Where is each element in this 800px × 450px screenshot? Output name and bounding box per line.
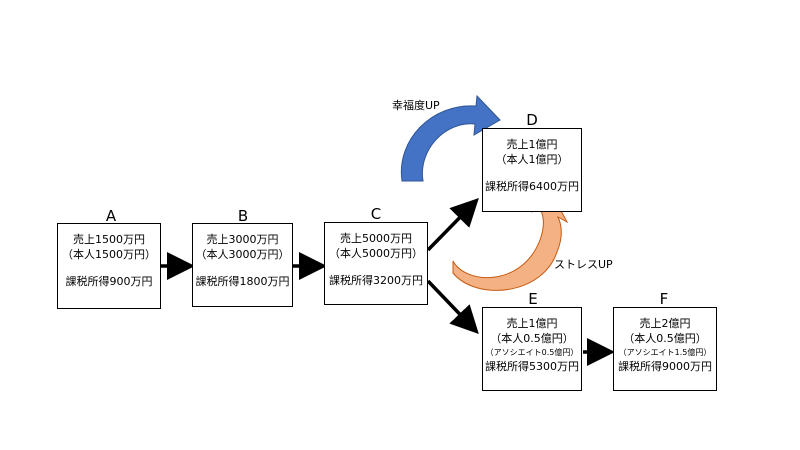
node-e-taxable-income: 課税所得5300万円 — [485, 360, 579, 373]
node-e-box: 売上1億円 （本人0.5億円） （アソシエイト0.5億円） 課税所得5300万円 — [482, 307, 582, 391]
happiness-up-label: 幸福度UP — [392, 99, 440, 112]
node-a-box: 売上1500万円 （本人1500万円） 課税所得900万円 — [57, 223, 161, 309]
arrow-c-to-d — [426, 197, 479, 252]
node-c-box: 売上5000万円 （本人5000万円） 課税所得3200万円 — [324, 222, 428, 305]
node-f-sales: 売上2億円 — [639, 317, 691, 330]
arrow-c-to-e — [426, 279, 479, 335]
node-e-label: E — [528, 290, 538, 308]
node-e-associate: （アソシエイト0.5億円） — [485, 348, 579, 357]
node-f-box: 売上2億円 （本人0.5億円） （アソシエイト1.5億円） 課税所得9000万円 — [613, 307, 717, 391]
node-f-self: （本人0.5億円） — [623, 332, 707, 345]
node-b-taxable-income: 課税所得1800万円 — [195, 275, 290, 288]
node-b-box: 売上3000万円 （本人3000万円） 課税所得1800万円 — [192, 223, 293, 307]
node-f-label: F — [659, 290, 669, 308]
node-b-self: （本人3000万円） — [195, 248, 290, 261]
node-f-associate: （アソシエイト1.5億円） — [618, 348, 712, 357]
stress-curved-arrow — [452, 193, 569, 291]
node-c-sales: 売上5000万円 — [340, 232, 412, 245]
node-b-label: B — [237, 207, 249, 225]
node-a-taxable-income: 課税所得900万円 — [65, 275, 153, 288]
node-d-self: （本人1億円） — [495, 153, 569, 166]
node-c-self: （本人5000万円） — [329, 247, 423, 260]
node-b-sales: 売上3000万円 — [206, 233, 279, 246]
node-a-self: （本人1500万円） — [62, 248, 156, 261]
node-d-label: D — [526, 111, 538, 129]
node-d-sales: 売上1億円 — [506, 138, 558, 151]
node-c-label: C — [370, 205, 382, 223]
node-d-taxable-income: 課税所得6400万円 — [485, 180, 579, 193]
node-e-sales: 売上1億円 — [506, 317, 558, 330]
happiness-curved-arrow — [400, 94, 501, 182]
node-d-box: 売上1億円 （本人1億円） 課税所得6400万円 — [482, 128, 582, 212]
node-c-taxable-income: 課税所得3200万円 — [329, 274, 423, 287]
node-e-self: （本人0.5億円） — [490, 332, 574, 345]
node-f-taxable-income: 課税所得9000万円 — [618, 360, 712, 373]
node-a-sales: 売上1500万円 — [73, 233, 145, 246]
stress-up-label: ストレスUP — [554, 258, 613, 271]
node-a-label: A — [105, 207, 117, 225]
